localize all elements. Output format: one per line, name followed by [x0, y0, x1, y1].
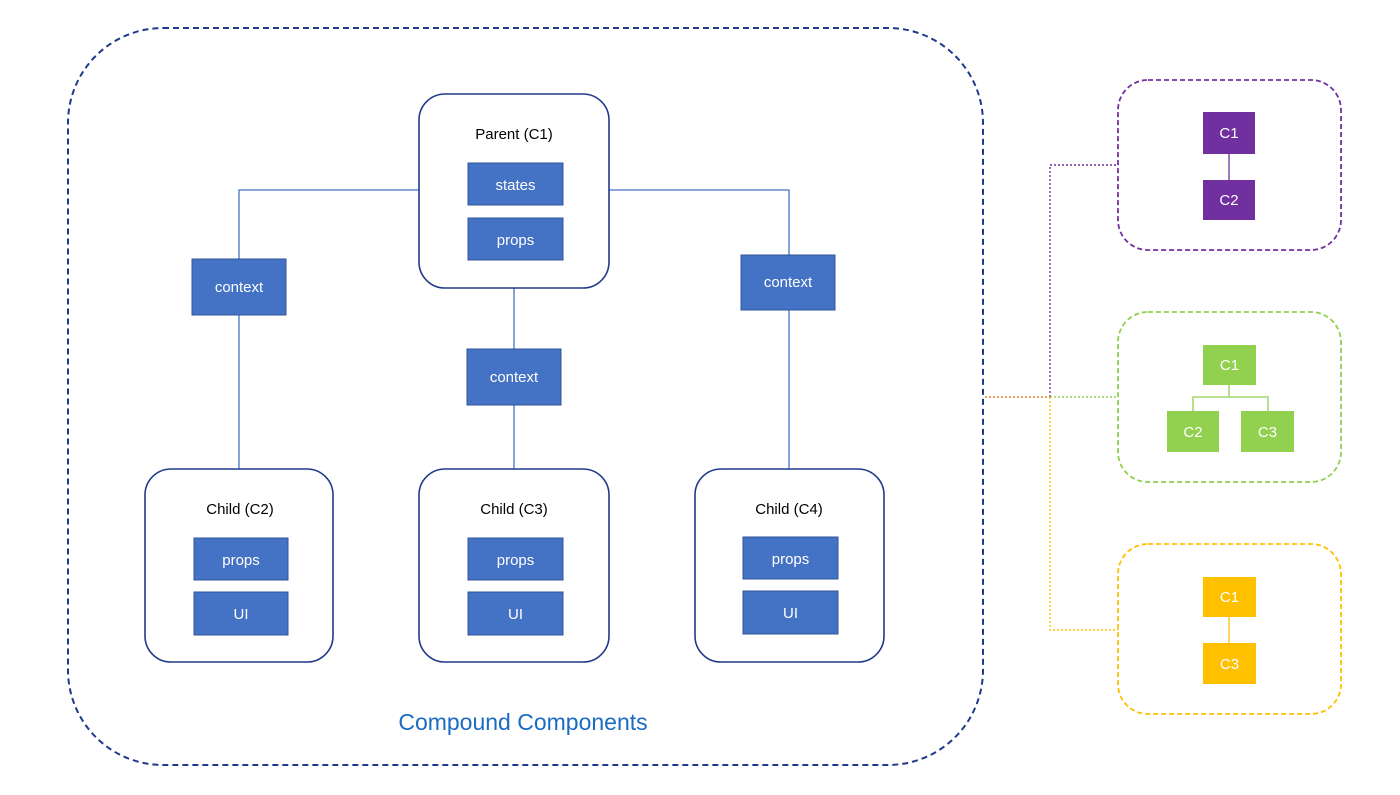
orange-node-root: C1 — [1203, 577, 1256, 617]
purple-node-leaf-label: C2 — [1219, 192, 1238, 209]
context-box-right: context — [740, 254, 836, 311]
parent-item-states: states — [467, 162, 564, 206]
parent-item-props: props — [467, 217, 564, 261]
green-node-leaf-left-label: C2 — [1183, 424, 1202, 441]
child-c3-item-ui: UI — [467, 591, 564, 636]
compound-container — [67, 27, 984, 766]
variant-connectors — [985, 164, 1118, 631]
connector-to-orange-variant — [1049, 397, 1118, 631]
parent-card: Parent (C1) states props — [418, 93, 610, 289]
child-c4-ui-label: UI — [783, 605, 798, 622]
green-node-leaf-left: C2 — [1167, 411, 1219, 452]
variant-green: C1 C2 C3 — [1117, 311, 1342, 483]
context-left-label: context — [215, 279, 264, 296]
green-node-root: C1 — [1203, 345, 1256, 385]
orange-node-root-label: C1 — [1220, 589, 1239, 606]
green-node-leaf-right: C3 — [1241, 411, 1294, 452]
child-c3-props-label: props — [497, 552, 535, 569]
child-c2-title: Child (C2) — [206, 501, 274, 518]
parent-title: Parent (C1) — [475, 126, 553, 143]
connector-to-purple-variant — [1049, 164, 1118, 397]
child-card-c2: Child (C2) props UI — [144, 468, 334, 663]
context-middle-label: context — [490, 369, 539, 386]
green-node-root-label: C1 — [1220, 357, 1239, 374]
child-c2-item-props: props — [193, 537, 289, 581]
child-c2-item-ui: UI — [193, 591, 289, 636]
child-c4-item-ui: UI — [742, 590, 839, 635]
main-connectors — [238, 189, 790, 469]
child-c4-props-label: props — [772, 551, 810, 568]
orange-node-leaf-label: C3 — [1220, 656, 1239, 673]
context-right-label: context — [764, 274, 813, 291]
child-c2-props-label: props — [222, 552, 260, 569]
parent-item-states-label: states — [495, 177, 535, 194]
variant-purple: C1 C2 — [1117, 79, 1342, 251]
context-box-left: context — [191, 258, 287, 316]
variant-orange: C1 C3 — [1117, 543, 1342, 715]
connector-parent-context-right — [609, 189, 790, 255]
orange-node-leaf: C3 — [1203, 643, 1256, 684]
parent-item-props-label: props — [497, 232, 535, 249]
child-c4-title: Child (C4) — [755, 501, 823, 518]
child-c3-title: Child (C3) — [480, 501, 548, 518]
context-box-middle: context — [466, 348, 562, 406]
purple-node-root: C1 — [1203, 112, 1255, 154]
connector-parent-context-left — [238, 189, 419, 259]
green-node-leaf-right-label: C3 — [1258, 424, 1277, 441]
child-c3-ui-label: UI — [508, 606, 523, 623]
child-c2-ui-label: UI — [234, 606, 249, 623]
purple-node-root-label: C1 — [1219, 125, 1238, 142]
child-c4-item-props: props — [742, 536, 839, 580]
child-c3-item-props: props — [467, 537, 564, 581]
purple-node-leaf: C2 — [1203, 180, 1255, 220]
child-card-c3: Child (C3) props UI — [418, 468, 610, 663]
compound-components-title: Compound Components — [398, 709, 647, 735]
child-card-c4: Child (C4) props UI — [694, 468, 885, 663]
